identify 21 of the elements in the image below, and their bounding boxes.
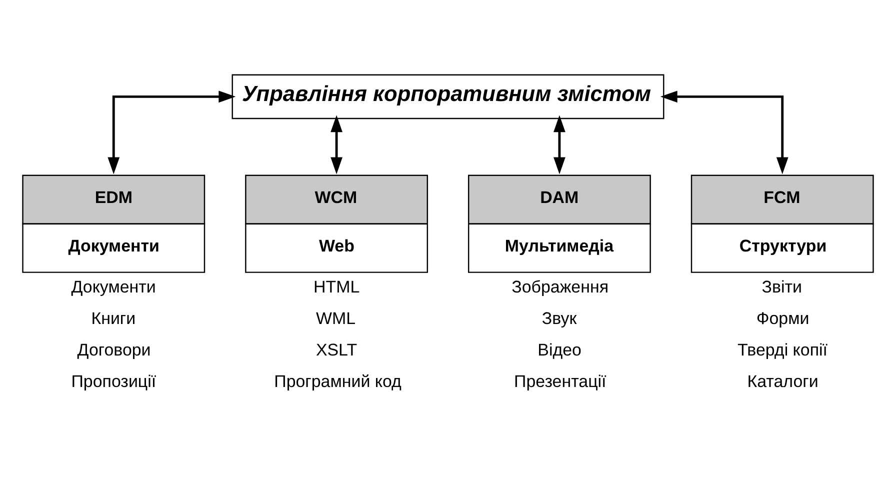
node-label: Тверді копії <box>738 340 828 360</box>
arrow <box>108 90 236 174</box>
node-label: Книги <box>91 308 136 328</box>
node-box: Управління корпоративним змістом <box>232 74 664 119</box>
node-label: Звук <box>542 308 577 328</box>
node-label: Документи <box>71 277 156 296</box>
arrow <box>330 114 342 174</box>
node-label: XSLT <box>316 340 358 360</box>
node-label: Презентації <box>514 372 606 391</box>
node-label: WML <box>316 308 356 328</box>
node-label: Звіти <box>762 277 802 296</box>
node-label: Пропозиції <box>71 372 156 391</box>
node-label: Відео <box>538 340 582 360</box>
node-label: HTML <box>314 277 360 296</box>
arrow <box>660 90 788 174</box>
arrow <box>554 114 566 174</box>
node-label: Договори <box>77 340 151 360</box>
node-label: Зображення <box>512 277 609 296</box>
node-label: Форми <box>756 308 810 328</box>
node-label: Каталоги <box>747 372 818 391</box>
node-label: Програмний код <box>274 372 402 391</box>
